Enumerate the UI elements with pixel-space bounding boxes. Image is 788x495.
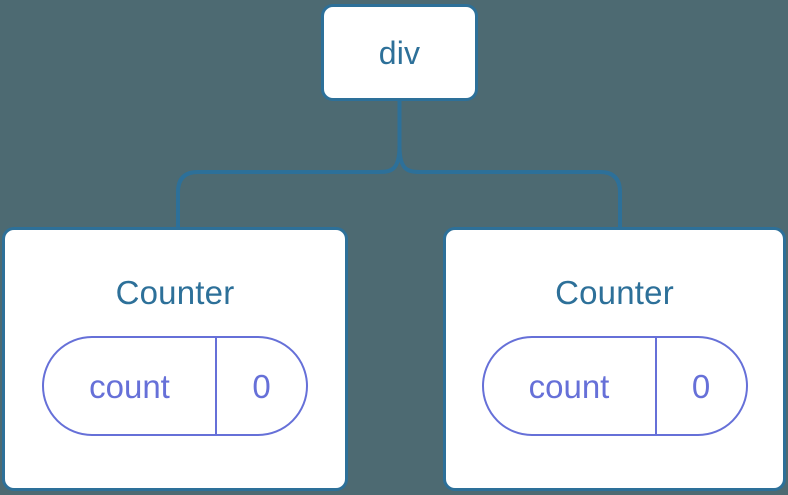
- state-pill-right: count 0: [481, 336, 748, 436]
- connector-branch-right: [397, 145, 622, 228]
- node-counter-left[interactable]: Counter count 0: [2, 227, 348, 491]
- node-counter-left-label: Counter: [115, 274, 235, 311]
- node-counter-right-label: Counter: [555, 274, 674, 311]
- state-value-left: 0: [252, 367, 271, 405]
- state-pill-left: count 0: [42, 336, 308, 436]
- state-value-right: 0: [691, 367, 711, 405]
- state-key-right: count: [484, 338, 657, 434]
- node-div[interactable]: div: [321, 4, 478, 101]
- node-div-label: div: [378, 34, 421, 71]
- node-counter-right[interactable]: Counter count 0: [443, 227, 786, 491]
- connector-branch-left: [176, 145, 402, 228]
- state-key-left: count: [44, 338, 217, 434]
